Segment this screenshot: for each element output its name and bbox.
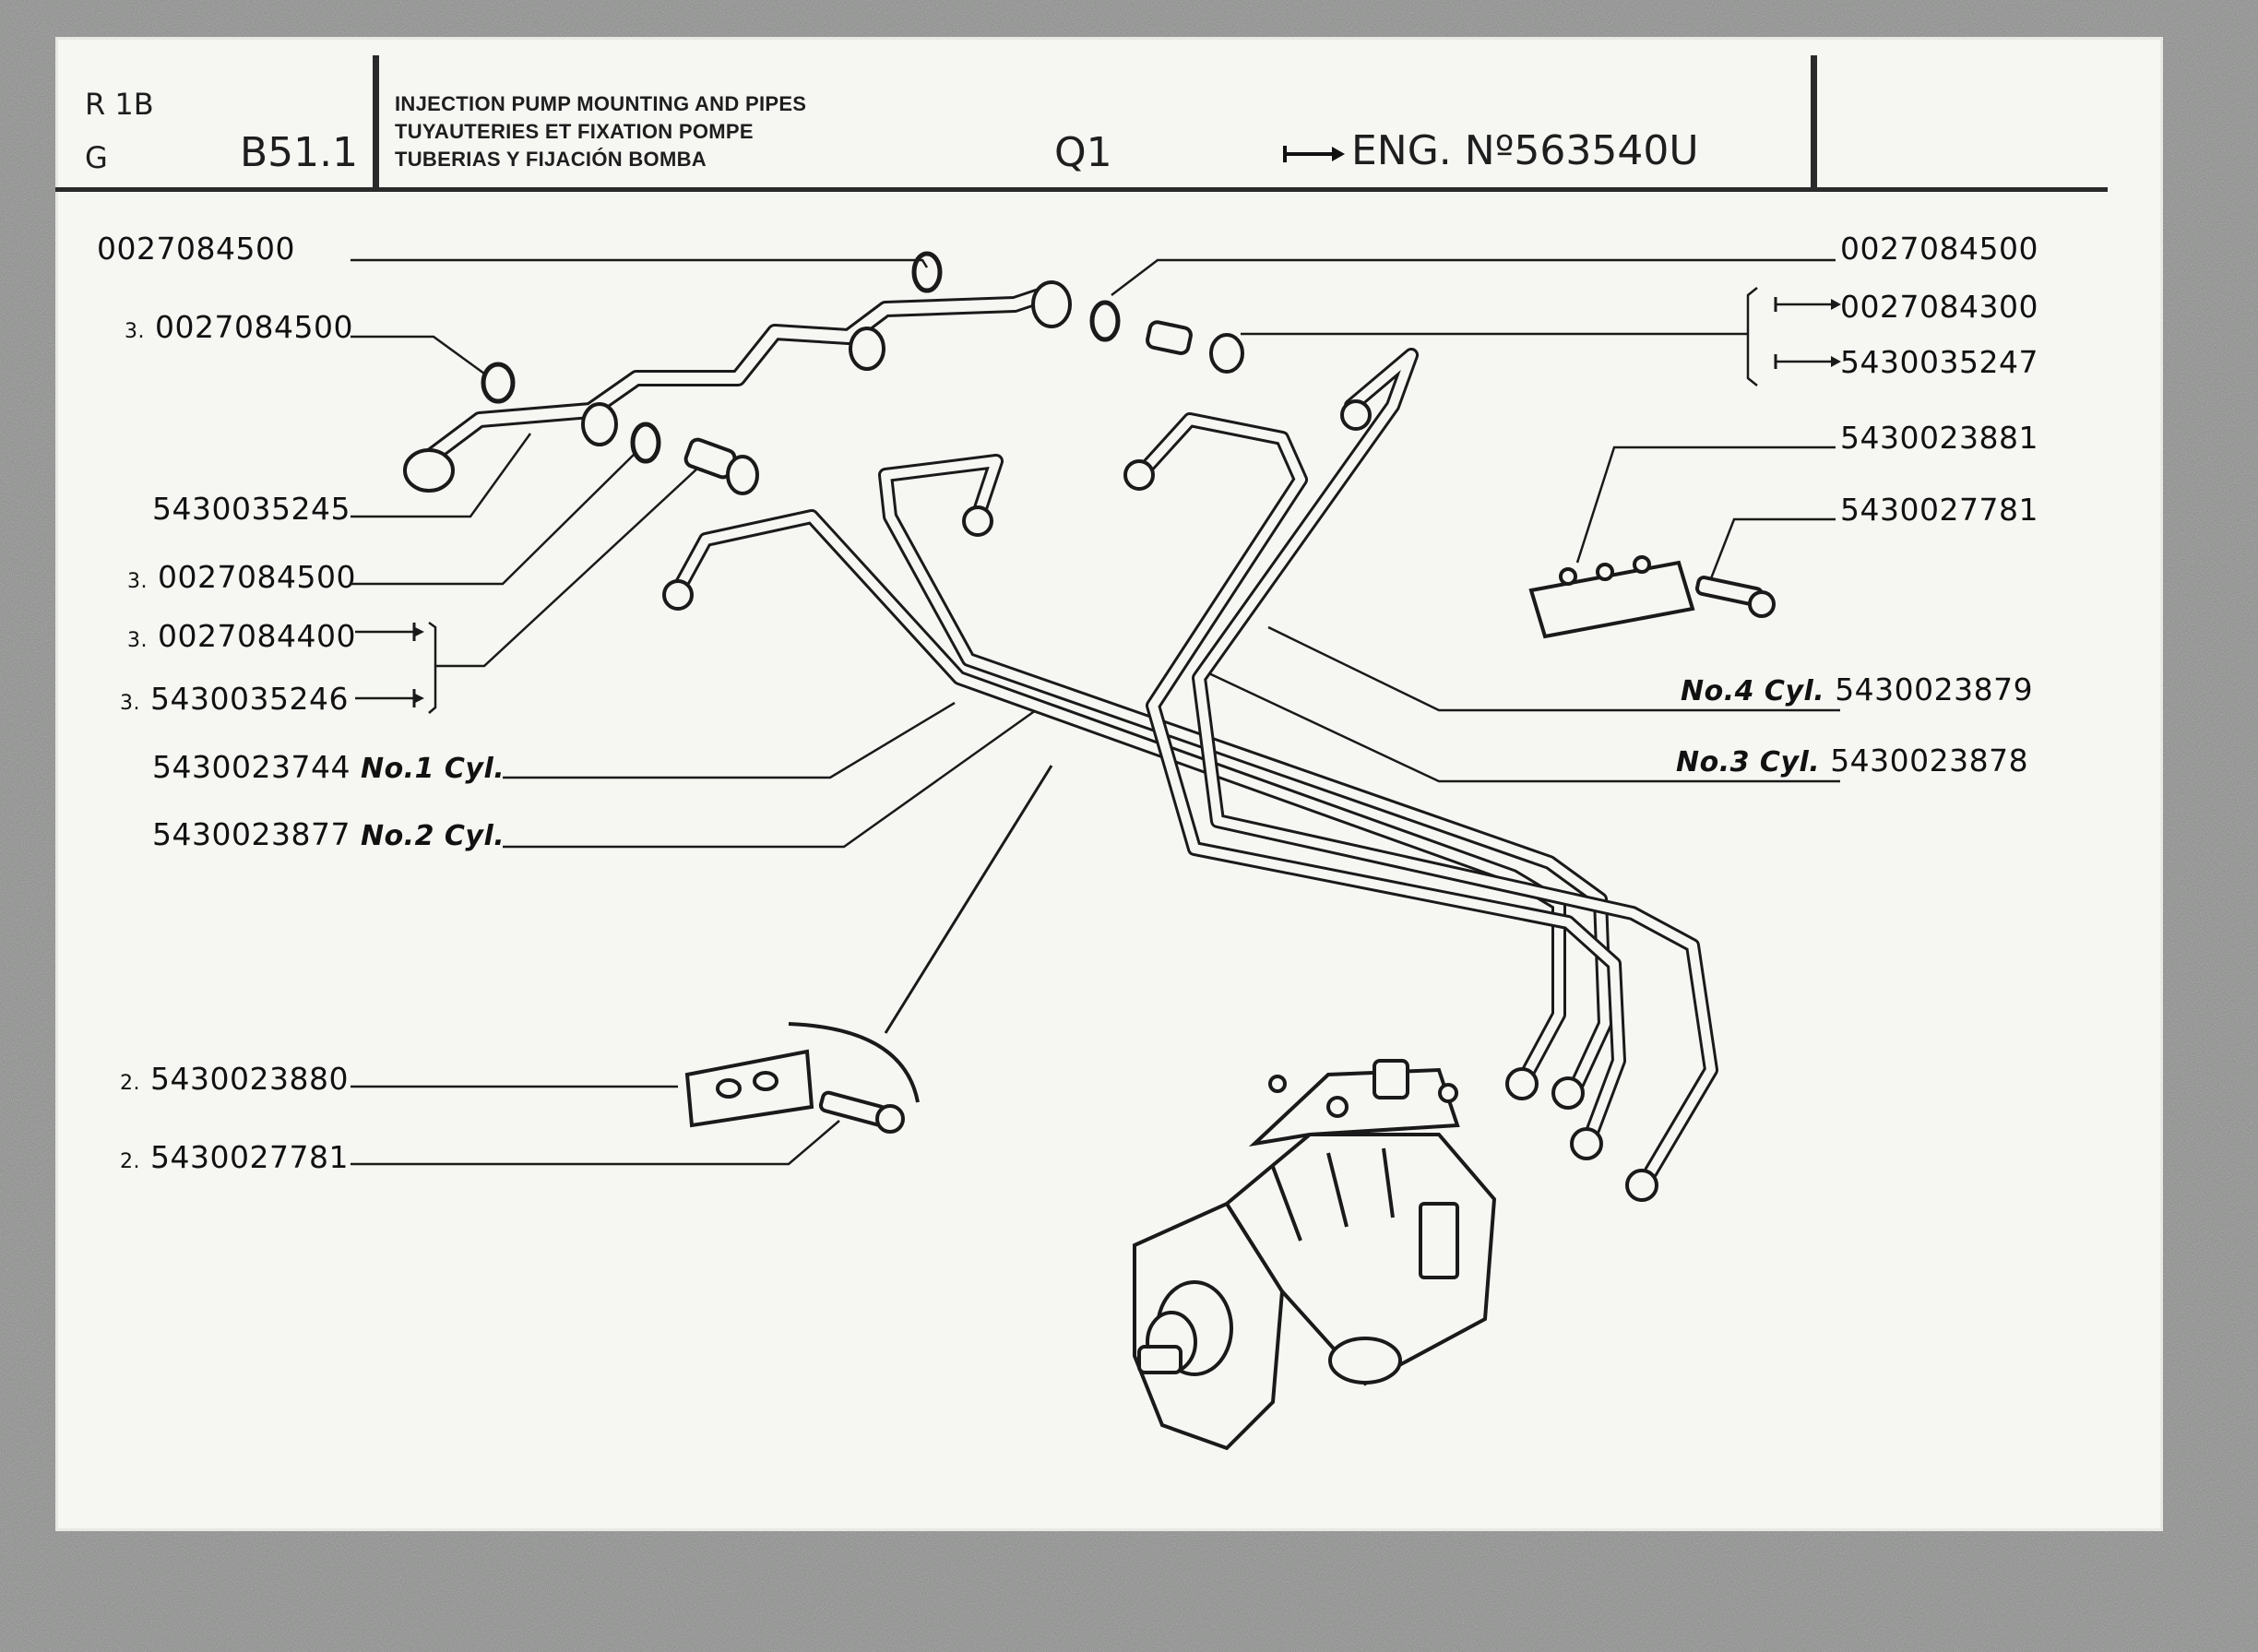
part-number: 5430023878: [1830, 743, 2029, 778]
part-number: 0027084500: [97, 231, 295, 267]
code-g: G: [85, 140, 108, 175]
leader-left-bracket: [428, 621, 437, 714]
engine-number: ENG. Nº563540U: [1351, 127, 1699, 174]
variant-code: Q1: [1054, 129, 1112, 176]
leader-left-4: [351, 451, 637, 586]
leader-right-4: [1575, 446, 1836, 564]
leader-right-1: [1111, 258, 1836, 296]
label-left-10: 2. 5430027781: [120, 1139, 349, 1175]
label-right-1: 0027084500: [1840, 231, 2038, 267]
leader-left-bracket-link: [435, 456, 711, 668]
banjo-fittings: [403, 280, 1072, 493]
pipe-no3: [1136, 412, 1626, 1142]
label-right-5: 5430027781: [1840, 492, 2038, 528]
part-number: 5430023877: [152, 816, 351, 852]
banjo-bolts: [683, 320, 1244, 495]
label-left-8: 5430023877 No.2 Cyl.: [152, 816, 505, 852]
cylinder-label: No.1 Cyl.: [360, 753, 505, 785]
title-french: TUYAUTERIES ET FIXATION POMPE: [395, 120, 754, 143]
cylinder-label: No.3 Cyl.: [1676, 746, 1821, 778]
pipe-no2: [878, 454, 1612, 1091]
label-right-2: 0027084300: [1840, 289, 2038, 325]
arrow-stops: [412, 297, 1777, 707]
code-r: R 1B: [85, 87, 154, 122]
label-left-7: 5430023744 No.1 Cyl.: [152, 749, 505, 785]
part-number: 5430023880: [150, 1061, 349, 1097]
part-number: 5430035246: [150, 681, 349, 717]
leader-right-7: [1198, 667, 1840, 783]
section-number: B51.1: [240, 129, 359, 176]
leader-left-7: [503, 701, 956, 779]
part-number: 5430023744: [152, 749, 351, 785]
cylinder-label: No.4 Cyl.: [1681, 675, 1825, 707]
leader-right-bracket: [1746, 287, 1758, 386]
label-left-6: 3. 5430035246: [120, 681, 349, 717]
pipe-nuts: [662, 399, 1658, 1202]
part-number: 5430035245: [152, 491, 351, 527]
catalog-sheet: [55, 37, 2163, 1531]
sealing-washers: [481, 251, 1121, 464]
pipe-no1: [671, 509, 1566, 1082]
part-number: 5430027781: [150, 1139, 349, 1175]
leader-lines: [351, 258, 1840, 1166]
label-right-6: No.4 Cyl. 5430023879: [1681, 671, 2033, 707]
header-separator-right: [1811, 55, 1817, 192]
injection-pump: [1133, 1059, 1497, 1451]
pipe-clamp-lower: [684, 765, 1053, 1134]
injection-pipes: [671, 348, 1718, 1179]
leader-left-8: [503, 704, 1043, 849]
label-right-7: No.3 Cyl. 5430023878: [1676, 743, 2028, 778]
part-number: 0027084500: [158, 559, 356, 595]
label-right-4: 5430023881: [1840, 420, 2038, 456]
label-left-3: 5430035245: [152, 491, 351, 527]
part-number: 0027084400: [158, 618, 356, 654]
cylinder-label: No.2 Cyl.: [360, 820, 505, 852]
leader-left-10: [351, 1120, 840, 1166]
pipe-clamp-upper: [1528, 555, 1776, 639]
leader-right-6: [1267, 625, 1840, 712]
part-number: 5430023879: [1835, 671, 2034, 707]
pipe-no4: [1192, 348, 1718, 1179]
leader-right-5: [1705, 517, 1836, 591]
label-right-3: 5430035247: [1840, 344, 2038, 380]
header-separator-left: [373, 55, 379, 192]
title-spanish: TUBERIAS Y FIJACIÓN BOMBA: [395, 148, 707, 171]
part-number: 0027084500: [155, 309, 353, 345]
leader-left-2: [351, 335, 485, 375]
leak-off-pipe: [419, 287, 1045, 469]
leader-left-1: [351, 258, 929, 268]
header-divider: [55, 187, 2108, 192]
label-left-4: 3. 0027084500: [127, 559, 356, 595]
label-left-5: 3. 0027084400: [127, 618, 356, 654]
leader-left-3: [351, 433, 532, 518]
label-left-9: 2. 5430023880: [120, 1061, 349, 1097]
label-left-1: 0027084500: [97, 231, 295, 267]
engine-arrow-icon: [1283, 146, 1345, 162]
label-left-2: 3. 0027084500: [125, 309, 353, 345]
title-english: INJECTION PUMP MOUNTING AND PIPES: [395, 92, 807, 115]
leader-arrows: [413, 299, 1841, 704]
